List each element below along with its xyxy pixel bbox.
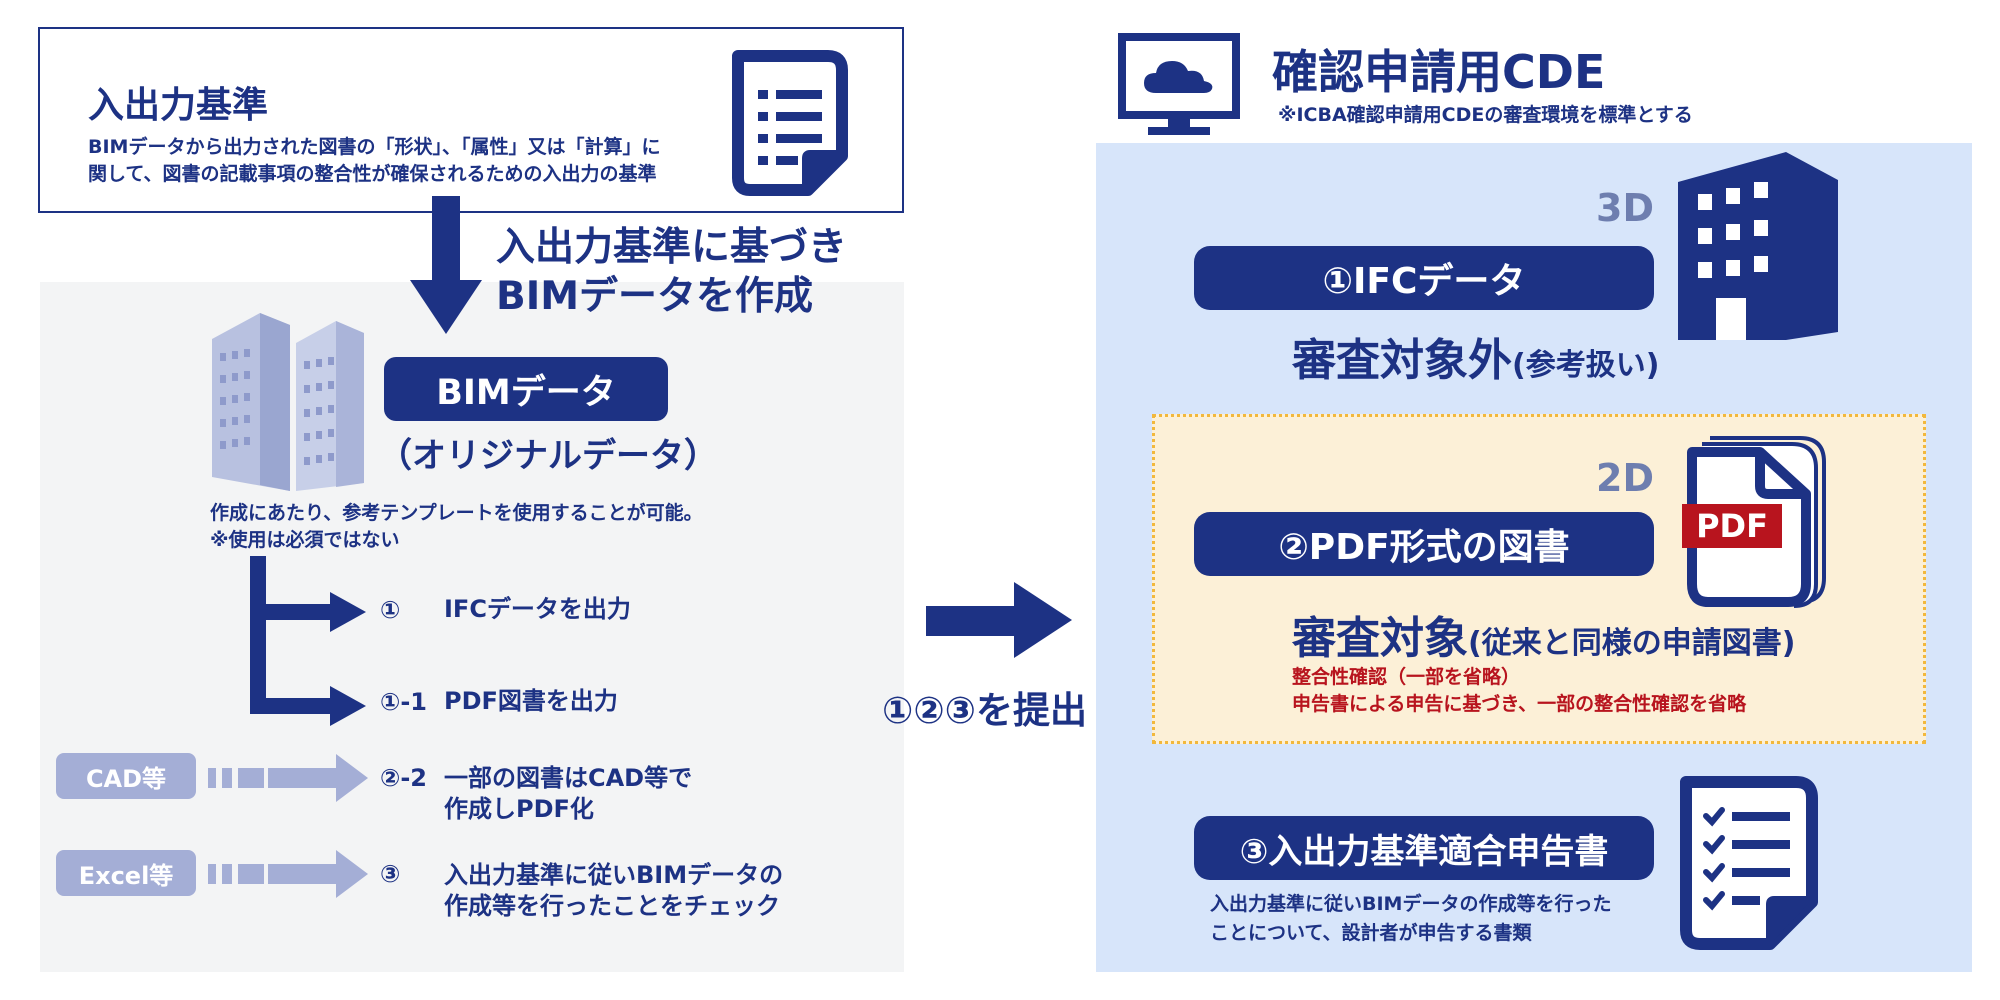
declaration-pill: ③入出力基準適合申告書 [1194,816,1654,880]
pdf-doc-pill: ②PDF形式の図書 [1194,512,1654,576]
pdf-file-icon: PDF [1682,432,1830,612]
ifc-status-text: 審査対象外 [1292,335,1512,386]
declaration-description: 入出力基準に従いBIMデータの作成等を行った ことについて、設計者が申告する書類 [1210,890,1611,948]
ifc-status-note: (参考扱い) [1512,348,1660,383]
create-caption-line2: BIMデータを作成 [496,274,814,319]
office-buildings-icon [208,313,364,495]
dashed-arrow-icon [208,752,370,808]
pdf-status-note: (従来と同様の申請図書) [1468,626,1796,661]
template-note-line1: 作成にあたり、参考テンプレートを使用することが可能。 [210,502,703,524]
standard-description: BIMデータから出力された図書の「形状」、「属性」又は「計算」に 関して、図書の… [88,134,660,188]
bim-data-pill: BIMデータ [384,357,668,421]
output-1-text: IFCデータを出力 [444,595,631,623]
cde-note: ※ICBA確認申請用CDEの審査環境を標準とする [1278,104,1693,126]
cde-title: 確認申請用CDE [1272,45,1606,99]
declaration-desc-line2: ことについて、設計者が申告する書類 [1210,922,1532,944]
output-3-text: 入出力基準に従いBIMデータの 作成等を行ったことをチェック [444,860,783,922]
consistency-check-note: 整合性確認（一部を省略） 申告書による申告に基づき、一部の整合性確認を省略 [1292,664,1746,718]
excel-pill: Excel等 [56,850,196,896]
right-arrow-icon [926,582,1074,662]
output-3-line2: 作成等を行ったことをチェック [444,892,780,920]
building-icon [1676,152,1840,344]
output-3-line1: 入出力基準に従いBIMデータの [444,861,784,889]
consistency-check-line1: 整合性確認（一部を省略） [1292,666,1521,688]
ifc-data-pill: ①IFCデータ [1194,246,1654,310]
2d-label: 2D [1596,456,1654,500]
bim-original-label: （オリジナルデータ） [378,436,718,476]
down-arrow-icon [410,196,482,340]
output-1-1-text: PDF図書を出力 [444,687,618,715]
output-2-2-number: ②-2 [380,764,427,792]
cad-pill: CAD等 [56,753,196,799]
output-1-1-number: ①-1 [380,688,427,716]
output-3-number: ③ [380,860,401,888]
document-list-icon [728,48,850,202]
ifc-status: 審査対象外(参考扱い) [1292,324,1659,388]
pdf-badge: PDF [1696,507,1768,545]
submit-label: ①②③を提出 [882,689,1087,732]
create-caption: 入出力基準に基づき BIMデータを作成 [496,223,847,321]
declaration-desc-line1: 入出力基準に従いBIMデータの作成等を行った [1210,893,1612,915]
create-caption-line1: 入出力基準に基づき [496,225,848,270]
branch-arrow-icon [240,556,368,736]
pdf-status-text: 審査対象 [1292,613,1468,664]
template-note: 作成にあたり、参考テンプレートを使用することが可能。 ※使用は必須ではない [210,500,703,554]
template-note-line2: ※使用は必須ではない [210,529,400,551]
standard-desc-line1: BIMデータから出力された図書の「形状」、「属性」又は「計算」に [88,136,661,158]
standard-desc-line2: 関して、図書の記載事項の整合性が確保されるための入出力の基準 [88,163,657,185]
output-2-2-text: 一部の図書はCAD等で 作成しPDF化 [444,763,692,825]
output-2-2-line2: 作成しPDF化 [444,795,594,823]
checklist-icon [1678,772,1820,954]
output-1-number: ① [380,596,401,624]
dashed-arrow-icon [208,848,370,904]
3d-label: 3D [1596,186,1654,230]
pdf-status: 審査対象(従来と同様の申請図書) [1292,602,1795,666]
standard-title: 入出力基準 [88,85,269,126]
consistency-check-line2: 申告書による申告に基づき、一部の整合性確認を省略 [1292,693,1747,715]
output-2-2-line1: 一部の図書はCAD等で [444,764,693,792]
cloud-monitor-icon [1118,33,1240,141]
